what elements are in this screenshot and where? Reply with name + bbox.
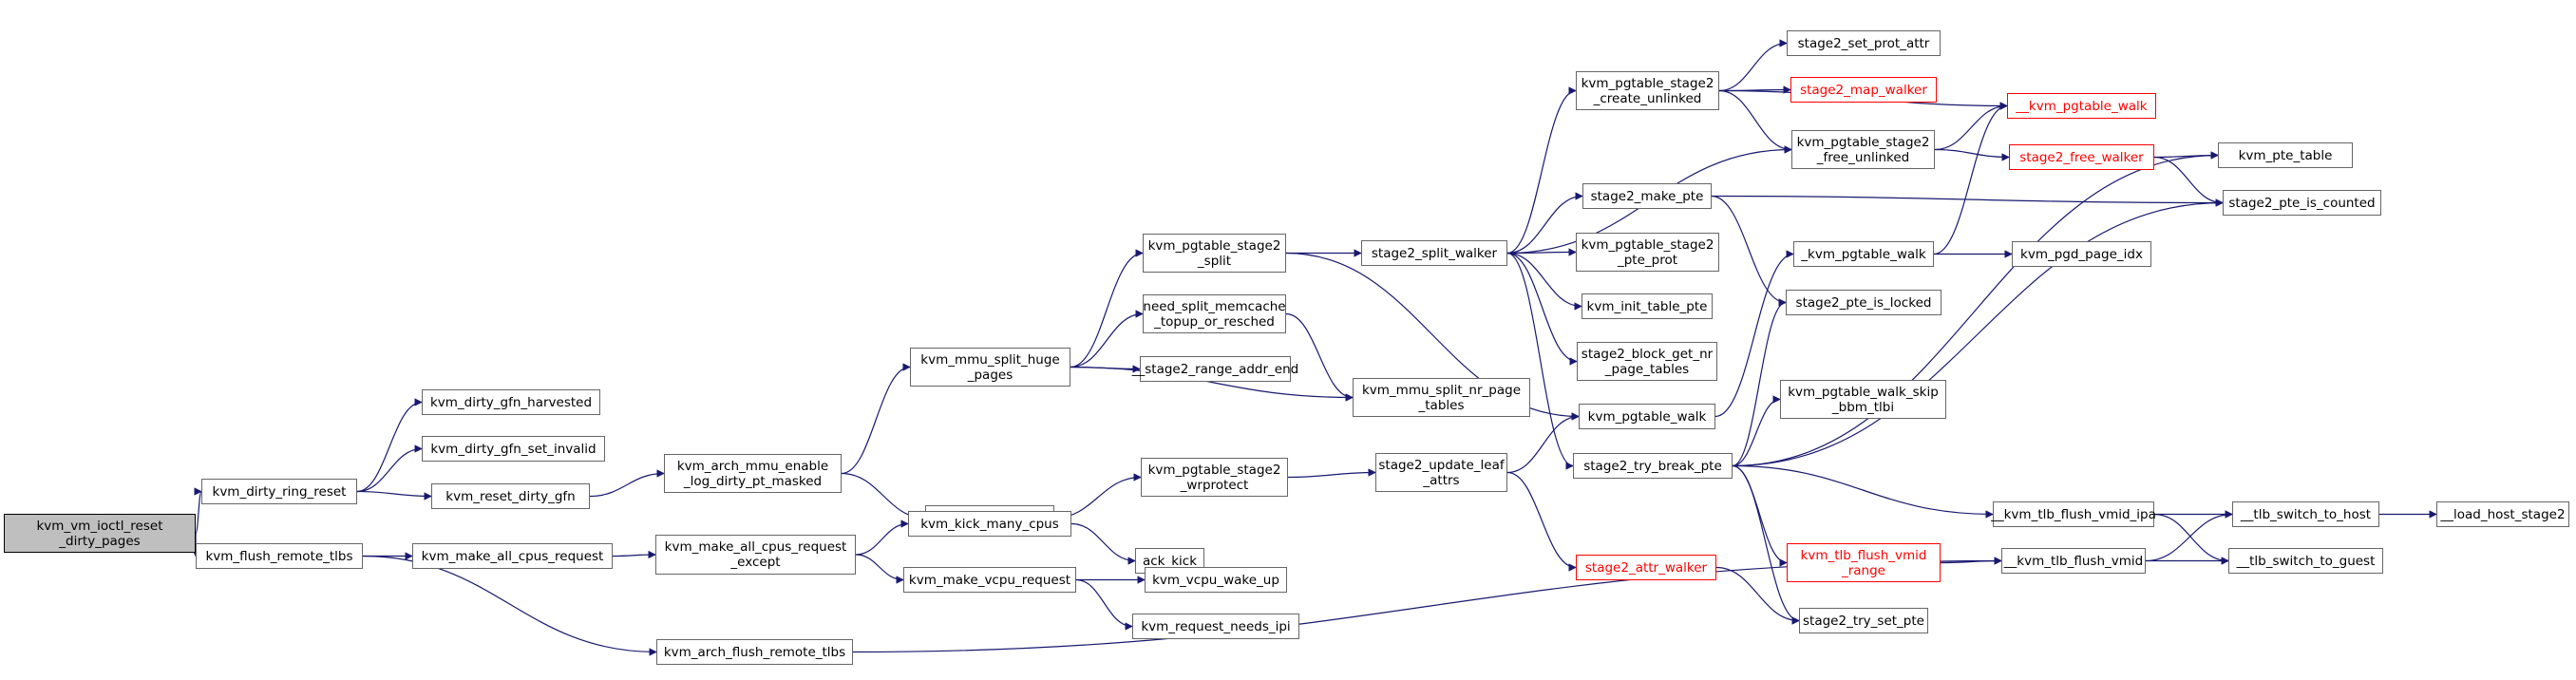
edge-stage2-try-break-pte-to-kvm-pgtable-walk-skip-bbm-tlbi bbox=[1732, 395, 1781, 467]
node-kvm-pte-table[interactable]: kvm_pte_table bbox=[2218, 142, 2353, 168]
node-load-host-stage2[interactable]: __load_host_stage2 bbox=[2436, 501, 2569, 527]
node-stage2-split-walker[interactable]: stage2_split_walker bbox=[1361, 240, 1507, 266]
node-stage2-update-leaf-attrs[interactable]: stage2_update_leaf _attrs bbox=[1375, 453, 1507, 492]
node-kvm-dirty-ring-reset[interactable]: kvm_dirty_ring_reset bbox=[201, 479, 357, 504]
node-kvm-pgtable-walk-skip-bbm-tlbi[interactable]: kvm_pgtable_walk_skip _bbm_tlbi bbox=[1780, 380, 1946, 419]
edge-kvm-tlb-flush-vmid-range-to---kvm-tlb-flush-vmid bbox=[1940, 557, 2002, 565]
edge-kvm-dirty-ring-reset-to-kvm-reset-dirty-gfn bbox=[356, 490, 432, 501]
node-kvm-tlb-flush-vmid-range[interactable]: kvm_tlb_flush_vmid _range bbox=[1787, 543, 1941, 582]
node-kvm-arch-mmu-enable-log-dirty-pt-masked[interactable]: kvm_arch_mmu_enable _log_dirty_pt_masked bbox=[664, 454, 842, 493]
edge-stage2-try-break-pte-to-stage2-try-set-pte bbox=[1732, 464, 1800, 625]
edge-kvm-pgtable-stage2-wrprotect-to-stage2-update-leaf-attrs bbox=[1287, 468, 1376, 479]
edge--kvm-pgtable-walk-to---kvm-pgtable-walk bbox=[1933, 102, 2008, 255]
edge---kvm-tlb-flush-vmid-to---tlb-switch-to-host bbox=[2145, 510, 2233, 562]
node-kvm-tlb-flush-vmid-ipa[interactable]: __kvm_tlb_flush_vmid_ipa bbox=[1991, 501, 2156, 527]
node-kvm-pgtable-stage2-split[interactable]: kvm_pgtable_stage2 _split bbox=[1143, 234, 1286, 273]
edge-stage2-try-break-pte-to-kvm-tlb-flush-vmid-range bbox=[1732, 464, 1788, 567]
edge-stage2-try-break-pte-to-stage2-pte-is-counted bbox=[1732, 198, 2224, 467]
node-kvm-make-all-cpus-request-except[interactable]: kvm_make_all_cpus_request _except bbox=[655, 535, 856, 575]
edge-kvm-mmu-split-huge-pages-to-kvm-mmu-split-nr-page-tables bbox=[1070, 366, 1354, 402]
node-kvm-request-needs-ipi[interactable]: kvm_request_needs_ipi bbox=[1132, 614, 1299, 639]
node-stage2-make-pte[interactable]: stage2_make_pte bbox=[1582, 183, 1712, 209]
node-tlb-switch-to-host[interactable]: __tlb_switch_to_host bbox=[2232, 501, 2379, 527]
node-stage2-set-prot-attr[interactable]: stage2_set_prot_attr bbox=[1787, 30, 1941, 56]
edge-kvm-pgtable-stage2-free-unlinked-to-stage2-free-walker bbox=[1934, 148, 2010, 161]
node-kvm-reset-dirty-gfn[interactable]: kvm_reset_dirty_gfn bbox=[431, 483, 590, 509]
node-kvm-make-all-cpus-request[interactable]: kvm_make_all_cpus_request bbox=[412, 543, 613, 569]
edge-stage2-make-pte-to-stage2-pte-is-locked bbox=[1711, 195, 1787, 307]
edge-kvm-dirty-ring-reset-to-kvm-dirty-gfn-set-invalid bbox=[356, 444, 423, 493]
edge-kvm-make-all-cpus-request-except-to-kvm-make-vcpu-request bbox=[855, 554, 904, 584]
edge-stage2-try-break-pte-to-stage2-pte-is-locked bbox=[1732, 298, 1787, 467]
edge-kvm-mmu-split-huge-pages-to-kvm-pgtable-stage2-split bbox=[1070, 249, 1144, 368]
edge-kvm-dirty-ring-reset-to-kvm-dirty-gfn-harvested bbox=[356, 398, 423, 493]
node-kvm-arch-flush-remote-tlbs[interactable]: kvm_arch_flush_remote_tlbs bbox=[656, 639, 853, 665]
edge-kvm-flush-remote-tlbs-to-kvm-arch-flush-remote-tlbs bbox=[362, 555, 657, 656]
edge-stage2-try-break-pte-to-kvm-pte-table bbox=[1732, 151, 2219, 467]
edge-stage2-split-walker-to-stage2-try-break-pte bbox=[1506, 252, 1574, 470]
node-kvm-dirty-gfn-harvested[interactable]: kvm_dirty_gfn_harvested bbox=[422, 389, 600, 415]
node-kvm-pgtable-stage2-free-unlinked[interactable]: kvm_pgtable_stage2 _free_unlinked bbox=[1791, 130, 1935, 169]
edge-stage2-split-walker-to-stage2-block-get-nr-page-tables bbox=[1506, 252, 1578, 366]
edge-stage2-attr-walker-to-stage2-try-set-pte bbox=[1715, 566, 1800, 625]
node-stage2-pte-is-locked[interactable]: stage2_pte_is_locked bbox=[1786, 290, 1941, 315]
edge-stage2-try-break-pte-to---kvm-tlb-flush-vmid-ipa bbox=[1732, 464, 1994, 519]
edge-kvm-arch-mmu-enable-log-dirty-pt-masked-to-kvm-mmu-split-huge-pages bbox=[841, 363, 911, 475]
edge-stage2-update-leaf-attrs-to-stage2-attr-walker bbox=[1506, 471, 1577, 572]
node-kvm-tlb-flush-vmid[interactable]: __kvm_tlb_flush_vmid bbox=[2001, 548, 2146, 574]
edge-stage2-make-pte-to-stage2-pte-is-counted bbox=[1711, 195, 2224, 207]
edge-stage2-update-leaf-attrs-to-kvm-pgtable-walk bbox=[1506, 412, 1580, 474]
node-kvm-dirty-gfn-set-invalid[interactable]: kvm_dirty_gfn_set_invalid bbox=[422, 436, 605, 462]
node-stage2-try-set-pte[interactable]: stage2_try_set_pte bbox=[1799, 608, 1928, 633]
node-kvm-pgtable-stage2-create-unlinked[interactable]: kvm_pgtable_stage2 _create_unlinked bbox=[1576, 71, 1719, 110]
edge---kvm-tlb-flush-vmid-ipa-to---tlb-switch-to-guest bbox=[2153, 513, 2229, 565]
edge-kvm-make-vcpu-request-to-kvm-request-needs-ipi bbox=[1075, 578, 1133, 631]
edge-stage2-free-walker-to-stage2-pte-is-counted bbox=[2153, 156, 2224, 207]
node-kvm-pgtable-walk[interactable]: _kvm_pgtable_walk bbox=[1793, 241, 1934, 267]
edge-root-to-kvm-dirty-ring-reset bbox=[194, 487, 202, 535]
edge-kvm-pgtable-stage2-create-unlinked-to-kvm-pgtable-stage2-free-unlinked bbox=[1718, 89, 1792, 154]
edge-kvm-kick-many-cpus-to-ack-kick bbox=[1070, 522, 1136, 565]
edge-stage2-free-walker-to-kvm-pte-table bbox=[2153, 151, 2219, 160]
node-kvm-init-table-pte[interactable]: kvm_init_table_pte bbox=[1582, 293, 1713, 319]
edge-stage2-split-walker-to-kvm-init-table-pte bbox=[1506, 252, 1582, 311]
edge-kvm-mmu-split-huge-pages-to-need-split-memcache-topup-or-resched bbox=[1070, 310, 1144, 368]
node-kvm-make-vcpu-request[interactable]: kvm_make_vcpu_request bbox=[903, 567, 1076, 593]
node-kvm-pgtable-stage2-pte-prot[interactable]: kvm_pgtable_stage2 _pte_prot bbox=[1576, 233, 1719, 272]
node-stage2-map-walker[interactable]: stage2_map_walker bbox=[1790, 77, 1937, 103]
node-kvm-pgd-page-idx[interactable]: kvm_pgd_page_idx bbox=[2012, 241, 2151, 267]
edge-need-split-memcache-topup-or-resched-to-kvm-mmu-split-nr-page-tables bbox=[1285, 312, 1354, 402]
node-kvm-pgtable-stage2-wrprotect[interactable]: kvm_pgtable_stage2 _wrprotect bbox=[1141, 458, 1288, 497]
node-kvm-vcpu-wake-up[interactable]: kvm_vcpu_wake_up bbox=[1145, 567, 1287, 593]
node-stage2-try-break-pte[interactable]: stage2_try_break_pte bbox=[1573, 453, 1733, 479]
node-kvm-flush-remote-tlbs[interactable]: kvm_flush_remote_tlbs bbox=[196, 543, 363, 569]
edge-stage2-split-walker-to-kvm-pgtable-stage2-create-unlinked bbox=[1506, 86, 1577, 255]
edge-kvm-pgtable-stage2-create-unlinked-to-stage2-set-prot-attr bbox=[1718, 39, 1788, 92]
edge-kvm-make-all-cpus-request-except-to-kvm-kick-many-cpus bbox=[855, 519, 909, 556]
node-stage2-pte-is-counted[interactable]: stage2_pte_is_counted bbox=[2223, 190, 2381, 216]
node-stage2-free-walker[interactable]: stage2_free_walker bbox=[2009, 144, 2154, 170]
edge-kvm-reset-dirty-gfn-to-kvm-arch-mmu-enable-log-dirty-pt-masked bbox=[589, 469, 665, 498]
node-need-split-memcache-topup-or-resched[interactable]: need_split_memcache _topup_or_resched bbox=[1143, 294, 1286, 333]
edge-stage2-split-walker-to-stage2-make-pte bbox=[1506, 192, 1583, 255]
node-stage2-attr-walker[interactable]: stage2_attr_walker bbox=[1576, 555, 1716, 580]
node-kvm-pgtable-walk[interactable]: kvm_pgtable_walk bbox=[1579, 404, 1715, 429]
node-stage2-block-get-nr-page-tables[interactable]: stage2_block_get_nr _page_tables bbox=[1577, 342, 1717, 381]
node-kvm-mmu-split-nr-page-tables[interactable]: kvm_mmu_split_nr_page _tables bbox=[1353, 378, 1530, 417]
node-kvm-kick-many-cpus[interactable]: kvm_kick_many_cpus bbox=[908, 511, 1071, 537]
edge-kvm-pgtable-stage2-free-unlinked-to---kvm-pgtable-walk bbox=[1934, 102, 2008, 151]
edge-kvm-make-all-cpus-request-to-kvm-make-all-cpus-request-except bbox=[612, 550, 656, 559]
node-kvm-mmu-split-huge-pages[interactable]: kvm_mmu_split_huge _pages bbox=[910, 348, 1070, 387]
edge-stage2-split-walker-to-kvm-pgtable-stage2-pte-prot bbox=[1506, 248, 1577, 256]
edge-kvm-pgtable-walk-to--kvm-pgtable-walk bbox=[1714, 250, 1794, 418]
node-kvm-pgtable-walk[interactable]: __kvm_pgtable_walk bbox=[2007, 93, 2156, 119]
node-root: kvm_vm_ioctl_reset _dirty_pages bbox=[4, 514, 196, 553]
node-stage2-range-addr-end[interactable]: __stage2_range_addr_end bbox=[1132, 356, 1298, 382]
node-tlb-switch-to-guest[interactable]: __tlb_switch_to_guest bbox=[2228, 548, 2383, 574]
